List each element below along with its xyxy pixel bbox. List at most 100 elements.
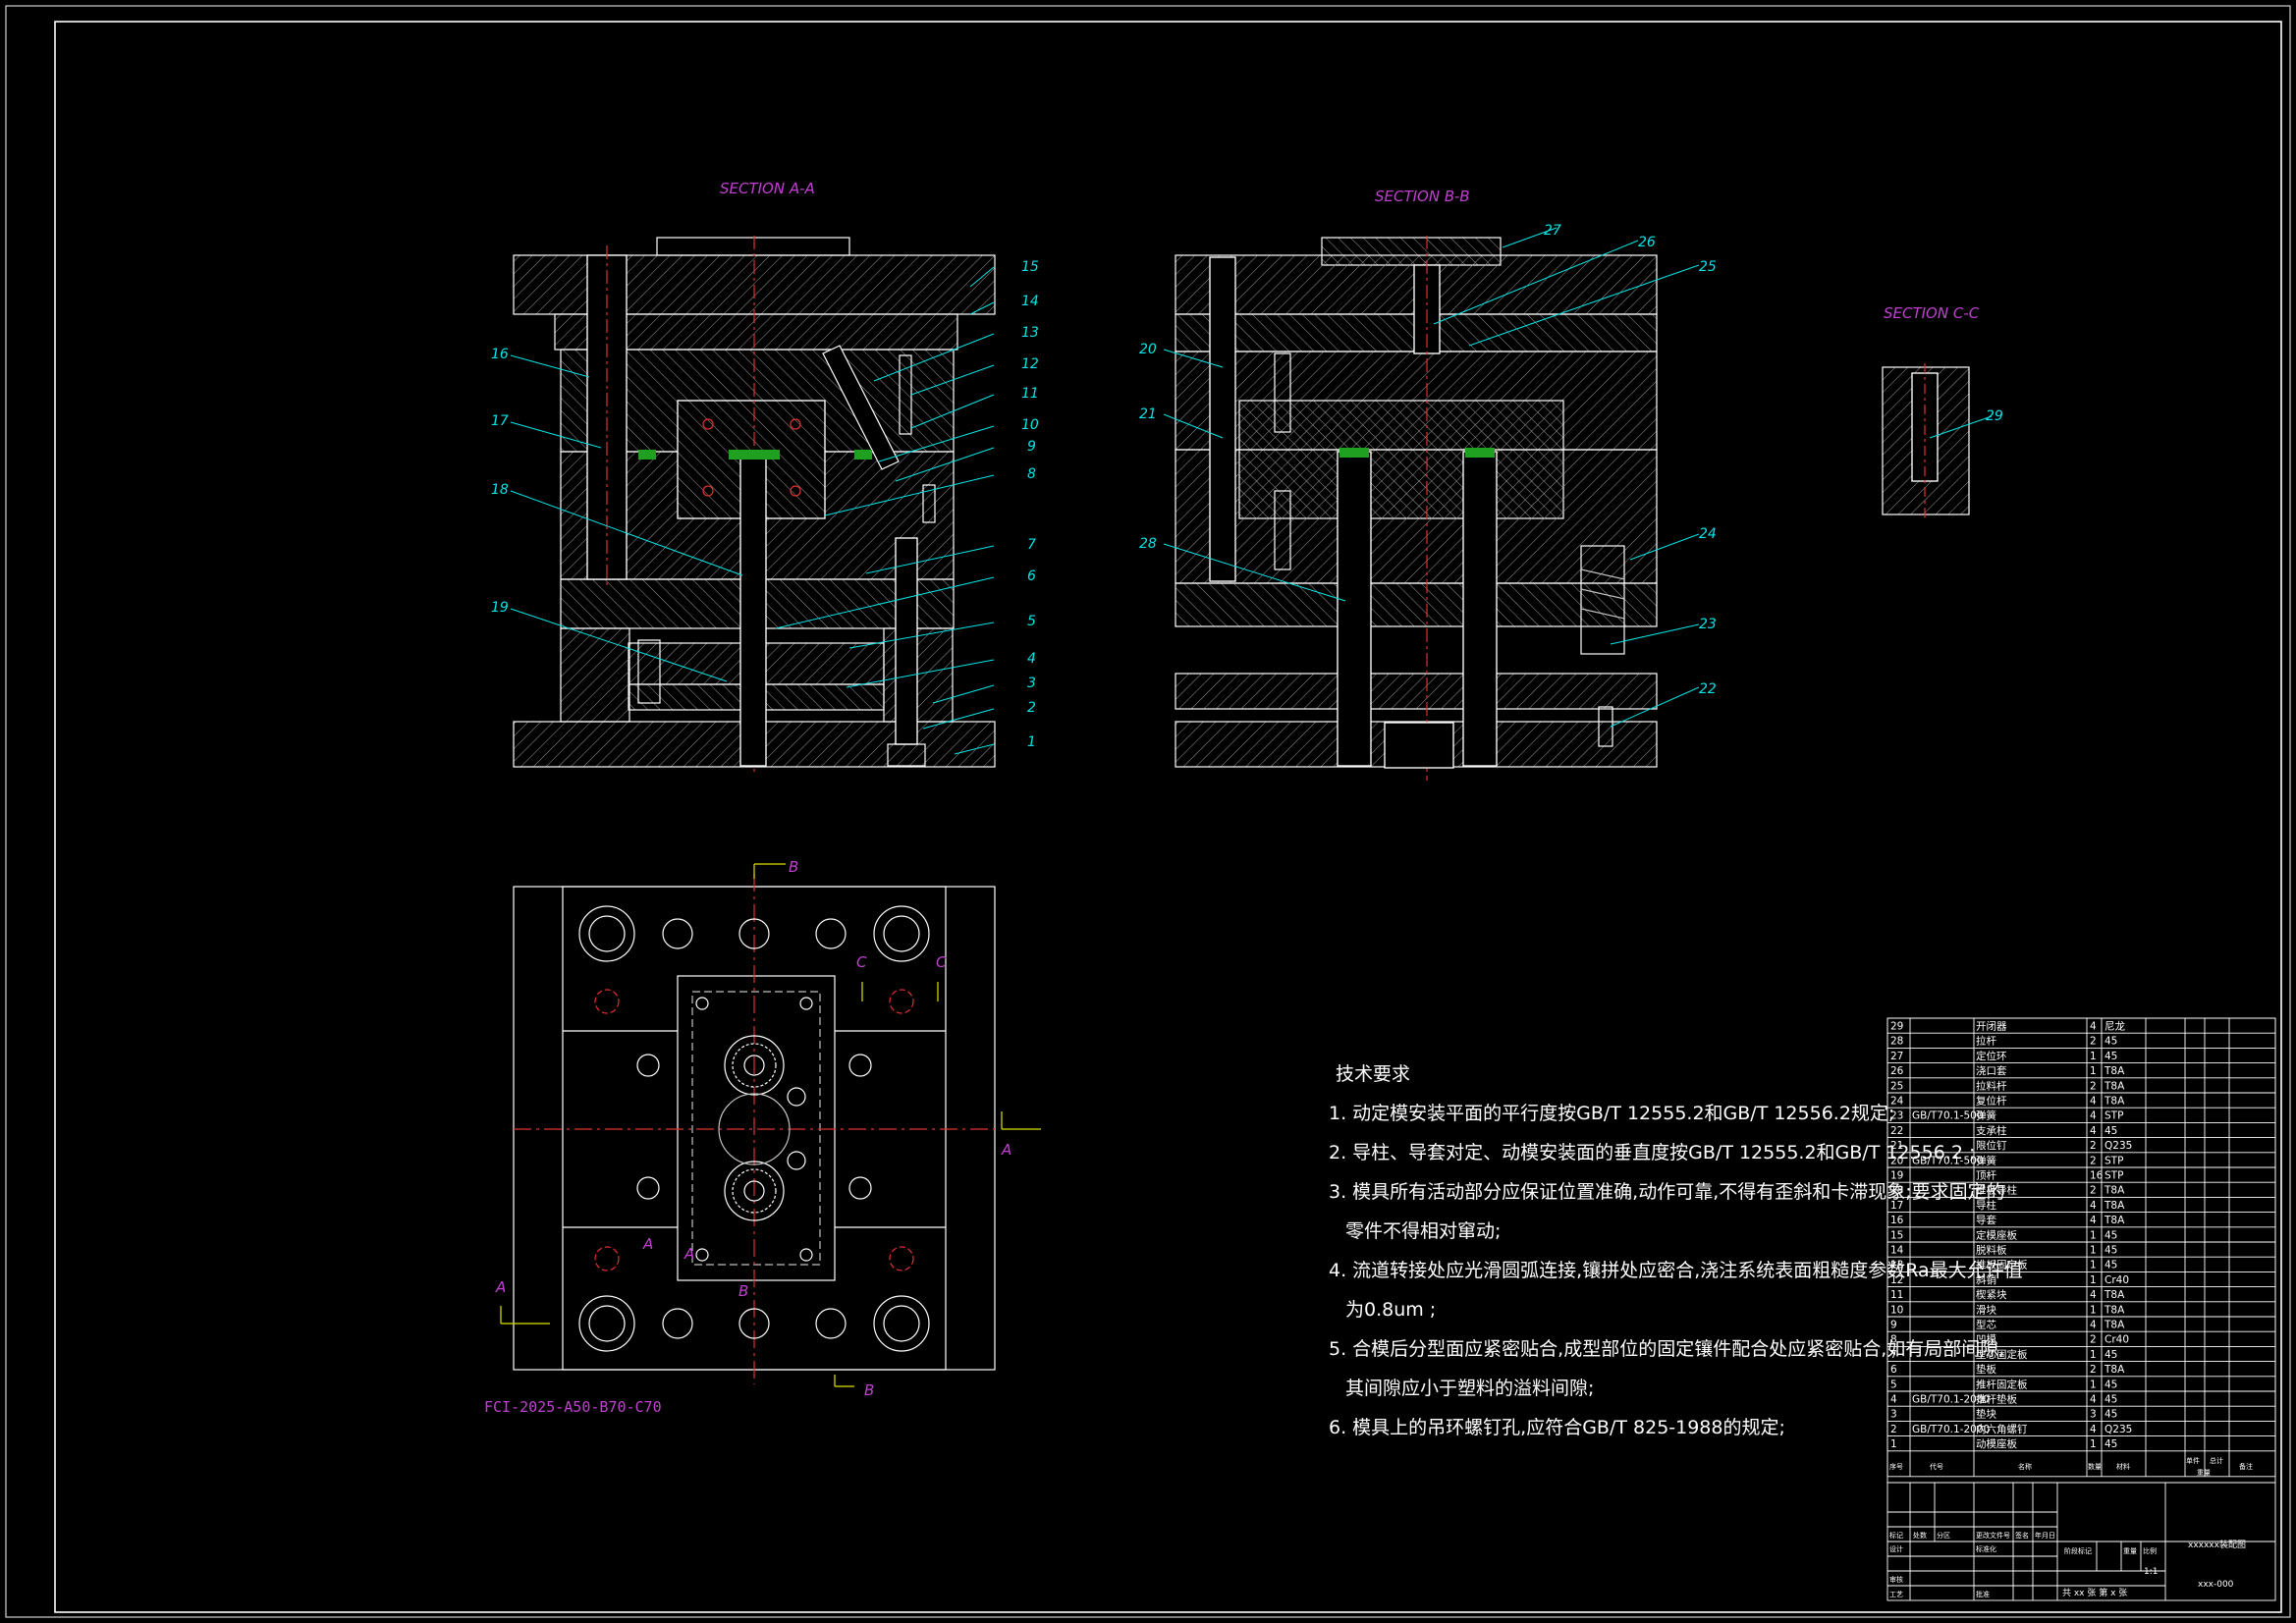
bom-qty: 4 <box>2090 1021 2097 1033</box>
title-block-text: xxxxxx装配图 xxx-000 1:1 共 xx 张 第 x 张 标记 处数… <box>1889 1531 2246 1598</box>
bom-name: 垫板 <box>1976 1363 1997 1376</box>
tech-note-line: 其间隙应小于塑料的溢料间隙; <box>1345 1378 1594 1399</box>
bom-material: 45 <box>2105 1260 2117 1271</box>
tb-label: 审核 <box>1889 1575 1903 1584</box>
bom-name: 定模座板 <box>1976 1228 2017 1241</box>
bom-header-weight-title: 重量 <box>2197 1469 2211 1477</box>
callout-number: 23 <box>1699 617 1717 632</box>
callout-number: 22 <box>1699 681 1717 697</box>
bom-no: 29 <box>1890 1021 1903 1033</box>
bom-material: STP <box>2105 1155 2123 1166</box>
cut-label: B <box>789 858 798 876</box>
cut-label: A <box>1001 1141 1011 1159</box>
bom-name: 垫块 <box>1976 1408 1997 1421</box>
bom-no: 26 <box>1890 1065 1904 1077</box>
bom-no: 13 <box>1890 1260 1903 1271</box>
bom-name: 凹模 <box>1976 1334 1997 1346</box>
tb-label: 比例 <box>2143 1546 2157 1555</box>
tb-label: 工艺 <box>1889 1591 1903 1598</box>
bom-header-weight: 单件 <box>2186 1456 2200 1465</box>
bom-material: Cr40 <box>2105 1274 2129 1286</box>
bom-qty: 1 <box>2090 1304 2097 1316</box>
tech-note-line: 3. 模具所有活动部分应保证位置准确,动作可靠,不得有歪斜和卡滞现象;要求固定的 <box>1329 1181 2005 1203</box>
bom-qty: 2 <box>2090 1334 2097 1346</box>
bom-no: 17 <box>1890 1200 1903 1212</box>
bom-name: 开闭器 <box>1976 1020 2007 1033</box>
callout-number: 16 <box>491 347 509 362</box>
callout-leaders <box>510 227 1993 755</box>
bom-name: 顶杆 <box>1976 1169 1997 1182</box>
section-bb-title: SECTION B-B <box>1375 188 1470 205</box>
bom-material: 45 <box>2105 1229 2117 1241</box>
callout-number: 19 <box>491 600 509 616</box>
callout-number: 10 <box>1021 417 1039 433</box>
bom-material: 45 <box>2105 1051 2117 1062</box>
callout-number: 2 <box>1027 700 1036 716</box>
bom-qty: 2 <box>2090 1185 2097 1197</box>
cut-plane-marks <box>500 863 1041 1387</box>
bom-name: 斜销 <box>1976 1273 1996 1286</box>
bom-header-note: 备注 <box>2239 1462 2253 1471</box>
bom-no: 27 <box>1890 1051 1903 1062</box>
tech-note-line: 1. 动定模安装平面的平行度按GB/T 12555.2和GB/T 12556.2… <box>1329 1103 1894 1124</box>
bom-qty: 1 <box>2090 1349 2097 1361</box>
bill-of-materials <box>1886 1017 2276 1484</box>
bom-name: 导柱 <box>1976 1199 1997 1212</box>
bom-qty: 4 <box>2090 1110 2097 1122</box>
bom-qty: 1 <box>2090 1379 2097 1390</box>
bom-name: 限位钉 <box>1976 1139 2007 1152</box>
bom-material: T8A <box>2104 1304 2125 1316</box>
callout-number: 14 <box>1021 294 1039 309</box>
callout-number: 26 <box>1638 235 1656 250</box>
bom-name: 支承柱 <box>1976 1124 2007 1137</box>
bom-header-material: 材料 <box>2116 1462 2130 1471</box>
bom-qty: 4 <box>2090 1289 2097 1301</box>
bom-header-total: 总计 <box>2210 1456 2223 1465</box>
bom-header-no: 序号 <box>1889 1462 1903 1471</box>
outer-border <box>5 5 2291 1618</box>
bom-material: STP <box>2105 1170 2123 1182</box>
section-bb-view: SECTION B-B <box>1175 188 1658 781</box>
bom-header-name: 名称 <box>2018 1462 2032 1471</box>
callout-number: 11 <box>1021 386 1039 402</box>
sheet-count: 共 xx 张 第 x 张 <box>2062 1587 2127 1598</box>
bom-qty: 1 <box>2090 1229 2097 1241</box>
cut-label: A <box>683 1245 694 1263</box>
inner-border <box>54 21 2282 1613</box>
bom-header-qty: 数量 <box>2088 1462 2102 1471</box>
tb-label: 标记 <box>1889 1531 1903 1540</box>
bom-no: 3 <box>1890 1409 1897 1421</box>
tb-label: 更改文件号 <box>1976 1531 2010 1540</box>
bom-code: GB/T70.1-500 <box>1912 1155 1984 1166</box>
bom-no: 16 <box>1890 1215 1904 1226</box>
spec-code: FCI-2025-A50-B70-C70 <box>484 1398 662 1416</box>
bom-no: 24 <box>1890 1096 1904 1108</box>
bom-no: 20 <box>1890 1155 1903 1166</box>
bom-header-code: 代号 <box>1930 1462 1943 1471</box>
bom-material: T8A <box>2104 1200 2125 1212</box>
bom-name: 推板导柱 <box>1976 1184 2017 1197</box>
bom-qty: 4 <box>2090 1394 2097 1406</box>
callout-number: 20 <box>1139 342 1157 357</box>
callout-number: 1 <box>1027 734 1036 750</box>
drawing-number: xxx-000 <box>2198 1580 2234 1590</box>
tech-note-line: 为0.8um ; <box>1345 1299 1436 1321</box>
bom-qty: 2 <box>2090 1140 2097 1152</box>
bom-material: T8A <box>2104 1080 2125 1092</box>
callout-number: 29 <box>1986 408 2003 424</box>
bom-name: 滑块 <box>1976 1304 1997 1316</box>
bom-qty: 1 <box>2090 1245 2097 1257</box>
tb-label: 标准化 <box>1976 1544 1996 1553</box>
bom-name: 脱料板 <box>1976 1244 2007 1257</box>
bom-qty: 4 <box>2090 1200 2097 1212</box>
bom-no: 2 <box>1890 1424 1897 1435</box>
callout-number: 8 <box>1027 466 1036 482</box>
cut-label: C <box>856 953 867 971</box>
section-aa-view: SECTION A-A <box>513 180 996 776</box>
bom-material: 45 <box>2105 1036 2117 1048</box>
bom-no: 15 <box>1890 1229 1903 1241</box>
bom-material: 45 <box>2105 1394 2117 1406</box>
bom-name: 型芯固定板 <box>1976 1348 2028 1361</box>
bom-no: 28 <box>1890 1036 1903 1048</box>
bom-qty: 1 <box>2090 1051 2097 1062</box>
